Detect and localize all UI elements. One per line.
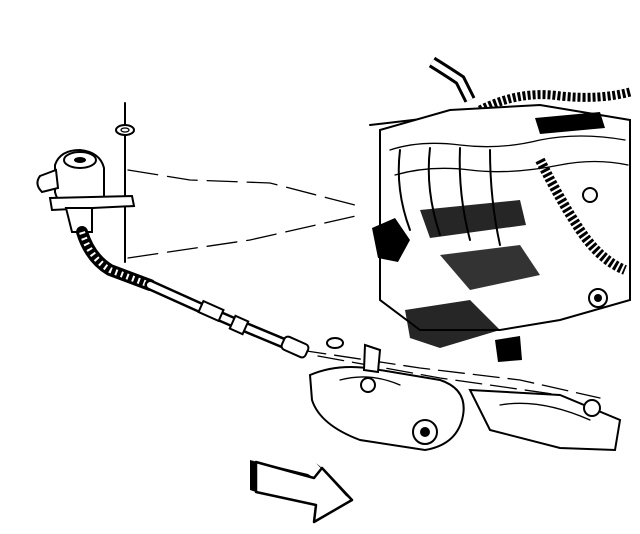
nut-icon [115, 102, 135, 263]
direction-arrow-icon [250, 460, 354, 524]
metal-tube-icon [144, 279, 344, 359]
corrugated-hose-icon [76, 226, 156, 291]
engine-assembly-icon [308, 56, 632, 452]
vacuum-valve-icon [36, 148, 136, 233]
leader-lines [127, 169, 601, 399]
